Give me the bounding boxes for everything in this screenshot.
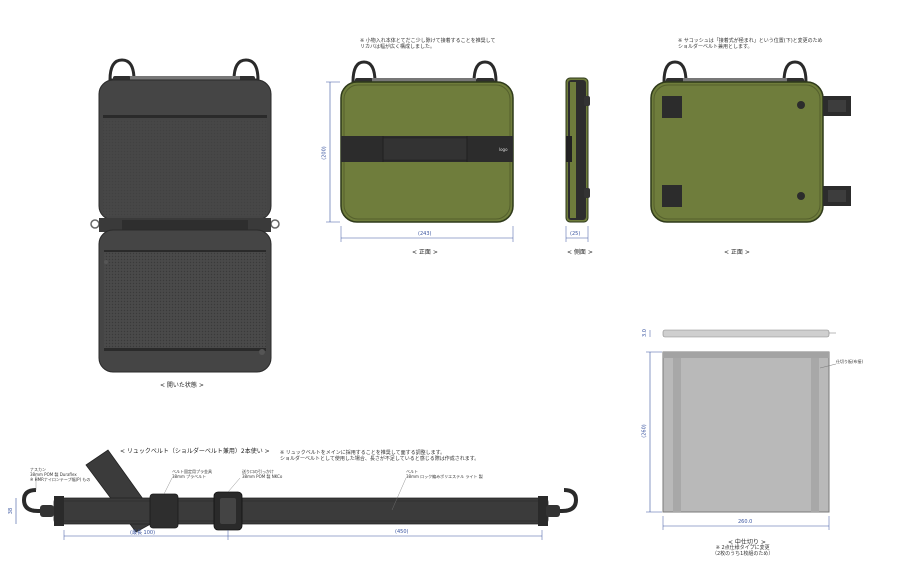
label-belt: ベルト 38mm ロック編みポリエステル ライト 製 [406,469,483,479]
front-note: ※ 小物入れ本体とてだこ少し隙けて接着することを推奨して リカバは幅が広く構成し… [360,38,496,50]
mesh-pocket [104,250,266,350]
top-zipper [130,76,240,80]
strap-keeper [149,493,179,529]
logo-mark: logo [499,147,508,152]
strap-note: ※ リュックベルトをメインに採用することを推奨して面する調整します。 ショルダー… [280,450,480,462]
front-bag-view [326,60,514,242]
caption-side-view: < 側面 > [567,249,593,256]
caption-back-view: < 正面 > [724,249,750,256]
dim-divider-width: 260.0 [738,519,753,525]
shoulder-strap-view [15,449,579,540]
back-bag-view [650,60,851,223]
label-adjuster: 送り口の引っかけ 38mm POM 製 NKCo [242,469,283,479]
back-note: ※ サコッシュは「接着式が極まれ」という位置(下)と変更のため ショルダーベルト… [678,38,823,50]
snap-hook-right-icon [546,488,579,517]
caption-divider-view: < 中仕切り > [728,539,766,546]
side-loop-right-icon [270,219,280,229]
side-bag-view [565,77,590,242]
side-loop-left-icon [90,219,100,229]
dim-strap-length: (450) [395,529,409,535]
open-bag-view [90,58,280,373]
snap-hook-left-icon [21,488,54,517]
caption-strap-title: < リュックベルト（ショルダーベルト兼用）2本使い > [120,448,270,455]
rivet-icon [797,101,805,109]
divider-view [646,329,837,530]
dim-strap-min: (最長 100) [130,530,156,536]
label-snap-hook: ナスカン 38mm POM 製 Duraflex ※ HMRナイロンテープ幅(P… [30,467,91,482]
back-strap-tab [662,96,682,118]
dim-side-width: (25) [570,231,581,237]
caption-front-view: < 正面 > [412,249,438,256]
dim-front-width: (243) [418,231,432,237]
strap-belt [53,497,549,525]
dim-front-height: (200) [321,146,328,160]
label-buckle: ベルト固定用プラ金具 38mm プラベルト [172,469,212,479]
divider-top-edge [662,329,830,338]
label-divider-board: 仕切り板(布接) [836,359,864,364]
dim-strap-height: 38 [8,507,15,515]
caption-open-view: < 開いた状態 > [160,382,204,389]
divider-note: ※ 2点仕様タイプに変更 （2枚のうち1枚組のため） [712,545,774,557]
divider-board [662,351,830,513]
dim-divider-thickness: 3.0 [641,329,648,337]
dim-divider-height: (260) [641,424,648,438]
